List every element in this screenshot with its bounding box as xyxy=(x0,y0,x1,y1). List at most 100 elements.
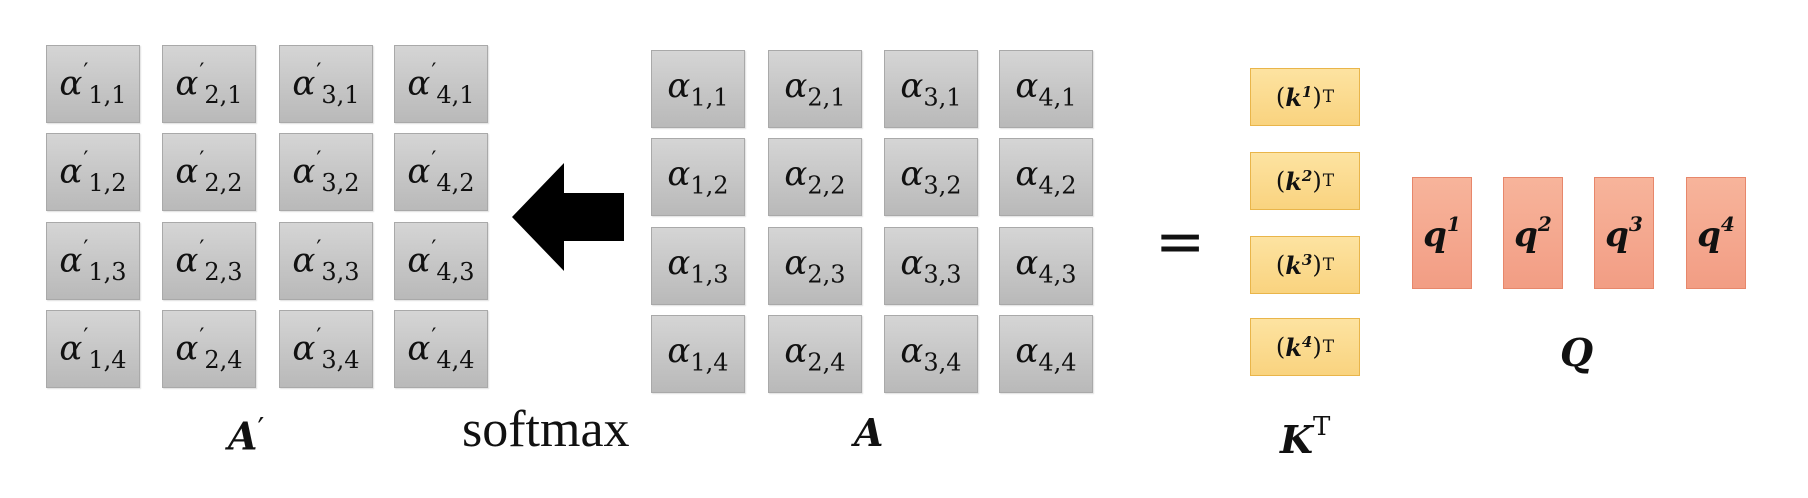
cell-index: 3,4 xyxy=(321,345,360,374)
a-cell: α2,1 xyxy=(768,50,862,128)
a-cell: α3,3 xyxy=(884,227,978,305)
cell-index: 1,1 xyxy=(88,80,127,109)
cell-label: α′1,1 xyxy=(59,60,126,109)
cell-label: α′1,4 xyxy=(59,325,126,374)
prime-mark: ′ xyxy=(316,236,322,262)
close-paren: ) xyxy=(1312,167,1322,195)
prime-mark: ′ xyxy=(199,236,205,262)
alpha-symbol: α xyxy=(175,328,199,368)
close-paren: ) xyxy=(1312,333,1322,361)
a-cell: α3,2 xyxy=(884,138,978,216)
cell-label: α′2,4 xyxy=(175,325,242,374)
close-paren: ) xyxy=(1312,251,1322,279)
k-vector: k4 xyxy=(1285,333,1312,362)
alpha-symbol: α xyxy=(407,151,431,191)
cell-label: α′1,3 xyxy=(59,237,126,286)
k-vector: k2 xyxy=(1285,167,1312,196)
cell-label: α2,2 xyxy=(784,154,845,199)
left-arrow-icon xyxy=(512,163,624,271)
equals-sign: = xyxy=(1155,207,1206,277)
cell-label: α′2,1 xyxy=(175,60,242,109)
open-paren: ( xyxy=(1275,333,1286,361)
alpha-symbol: α xyxy=(292,63,316,103)
a-prime-cell: α′2,1 xyxy=(162,45,256,123)
cell-label: α2,4 xyxy=(784,331,845,376)
close-paren: ) xyxy=(1312,83,1322,111)
prime-mark: ′ xyxy=(199,324,205,350)
a-prime-cell: α′1,3 xyxy=(46,222,140,300)
k-transpose-caption: KT xyxy=(1280,412,1331,463)
q-index: 1 xyxy=(1446,211,1461,236)
cell-index: 2,2 xyxy=(807,171,846,200)
q-vector: q2 xyxy=(1514,212,1552,255)
a-prime-cell: α′3,1 xyxy=(279,45,373,123)
prime-mark: ′ xyxy=(431,147,437,173)
a-prime-caption: A′ xyxy=(228,412,265,459)
a-prime-cell: α′1,1 xyxy=(46,45,140,123)
alpha-symbol: α xyxy=(59,328,83,368)
alpha-symbol: α xyxy=(900,243,924,284)
a-cell: α1,2 xyxy=(651,138,745,216)
cell-index: 1,1 xyxy=(690,83,729,112)
cell-index: 2,1 xyxy=(204,80,243,109)
cell-index: 2,4 xyxy=(204,345,243,374)
cell-index: 3,4 xyxy=(923,348,962,377)
cell-index: 4,4 xyxy=(1038,348,1077,377)
a-prime-cell: α′3,3 xyxy=(279,222,373,300)
q-column: q4 xyxy=(1686,177,1746,289)
cell-label: α1,2 xyxy=(667,154,728,199)
alpha-symbol: α xyxy=(1015,66,1039,107)
k-transpose-row: (k1)T xyxy=(1250,68,1360,126)
transpose-mark: T xyxy=(1322,255,1335,275)
cell-label: α3,2 xyxy=(900,154,961,199)
a-cell: α2,2 xyxy=(768,138,862,216)
cell-index: 3,2 xyxy=(923,171,962,200)
cell-index: 4,2 xyxy=(1038,171,1077,200)
cell-label: α′2,2 xyxy=(175,148,242,197)
cell-index: 4,1 xyxy=(1038,83,1077,112)
prime-mark: ′ xyxy=(83,324,89,350)
alpha-symbol: α xyxy=(900,66,924,107)
cell-index: 1,3 xyxy=(88,257,127,286)
alpha-symbol: α xyxy=(292,240,316,280)
alpha-symbol: α xyxy=(292,151,316,191)
q-base: q xyxy=(1423,214,1447,255)
cell-label: α4,4 xyxy=(1015,331,1076,376)
q-caption: Q xyxy=(1560,330,1594,375)
cell-index: 2,4 xyxy=(807,348,846,377)
q-index: 3 xyxy=(1628,211,1643,236)
cell-label: α′1,2 xyxy=(59,148,126,197)
k-index: 4 xyxy=(1301,332,1313,351)
q-index: 2 xyxy=(1537,211,1552,236)
a-prime-cell: α′4,4 xyxy=(394,310,488,388)
alpha-symbol: α xyxy=(59,63,83,103)
alpha-symbol: α xyxy=(1015,331,1039,372)
cell-label: α′2,3 xyxy=(175,237,242,286)
alpha-symbol: α xyxy=(1015,154,1039,195)
a-caption: A xyxy=(854,410,884,455)
q-column: q2 xyxy=(1503,177,1563,289)
a-cell: α2,4 xyxy=(768,315,862,393)
alpha-symbol: α xyxy=(59,240,83,280)
q-index: 4 xyxy=(1720,211,1735,236)
prime-mark: ′ xyxy=(83,147,89,173)
cell-index: 1,2 xyxy=(88,168,127,197)
alpha-symbol: α xyxy=(407,328,431,368)
prime-mark: ′ xyxy=(199,147,205,173)
cell-index: 2,3 xyxy=(807,260,846,289)
prime-mark: ′ xyxy=(83,236,89,262)
prime-mark: ′ xyxy=(83,59,89,85)
alpha-symbol: α xyxy=(1015,243,1039,284)
a-cell: α4,2 xyxy=(999,138,1093,216)
cell-index: 2,2 xyxy=(204,168,243,197)
cell-label: α′4,1 xyxy=(407,60,474,109)
a-cell: α2,3 xyxy=(768,227,862,305)
alpha-symbol: α xyxy=(175,151,199,191)
k-index: 3 xyxy=(1301,250,1313,269)
a-prime-cell: α′4,2 xyxy=(394,133,488,211)
cell-label: α′3,3 xyxy=(292,237,359,286)
a-cell: α4,1 xyxy=(999,50,1093,128)
cell-label: α′4,3 xyxy=(407,237,474,286)
k-transpose-row: (k3)T xyxy=(1250,236,1360,294)
